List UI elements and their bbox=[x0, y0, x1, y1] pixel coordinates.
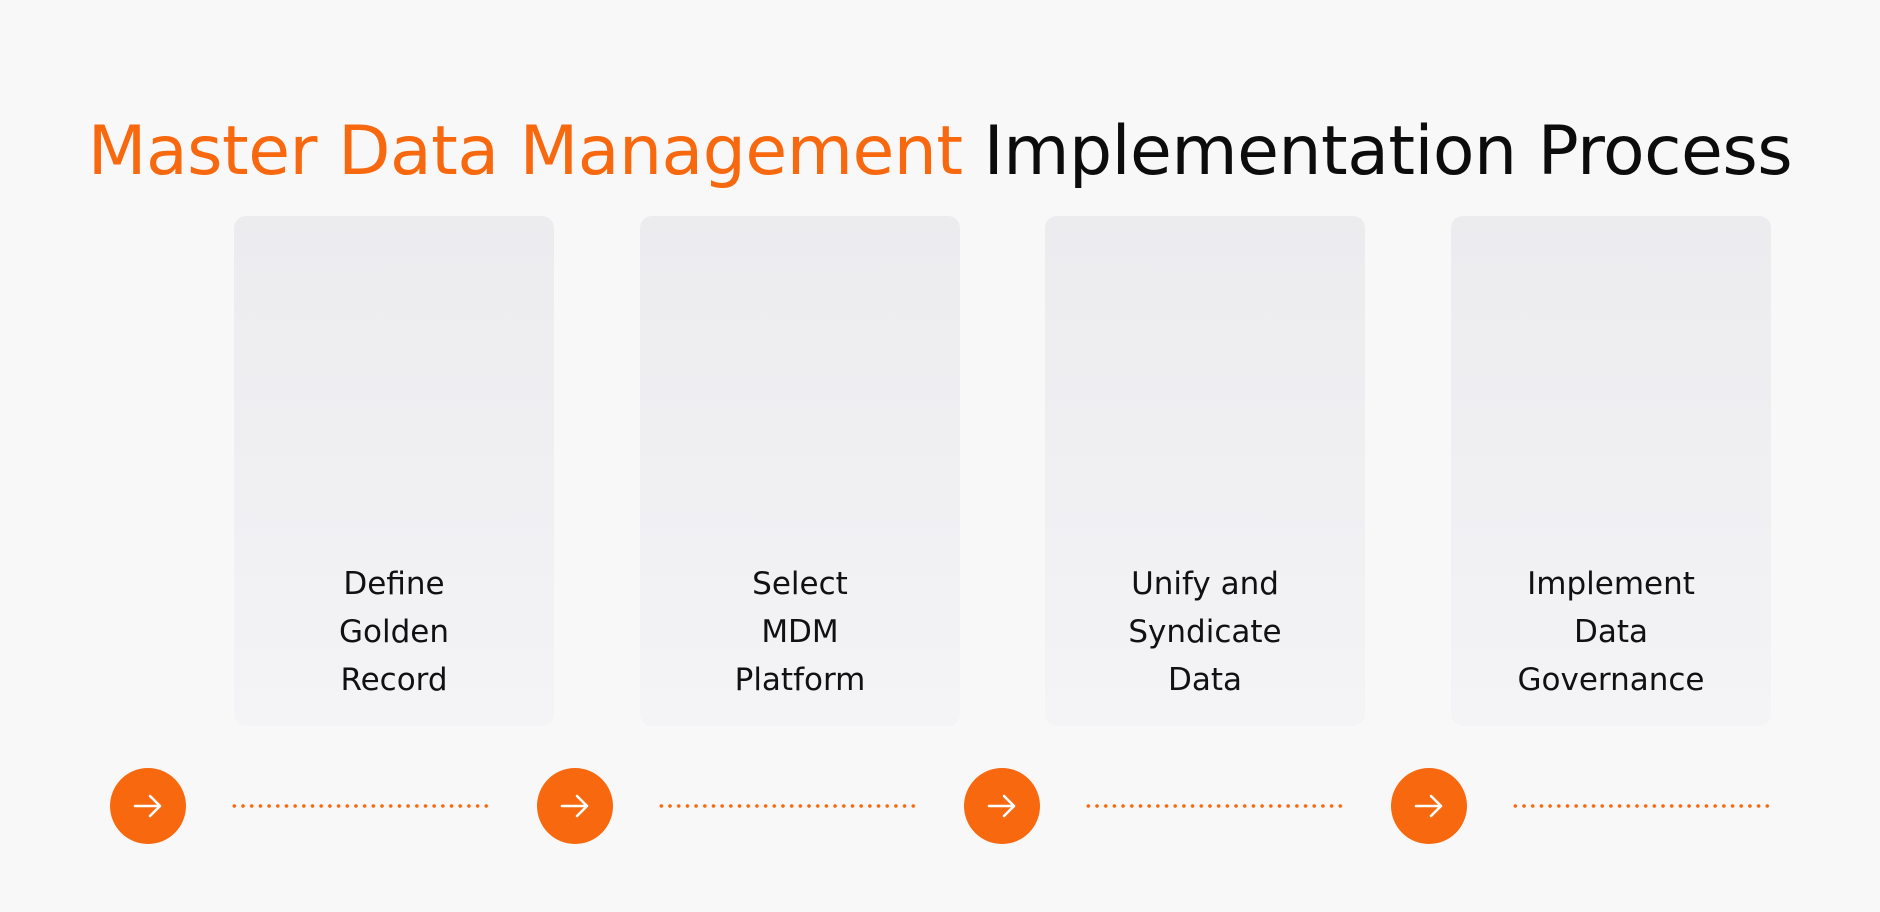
step-card-2: Select MDM Platform bbox=[640, 216, 960, 726]
page-title: Master Data Management Implementation Pr… bbox=[0, 112, 1880, 192]
step-label-2: Select MDM Platform bbox=[734, 566, 866, 698]
arrow-right-icon bbox=[1414, 794, 1443, 818]
title-rest: Implementation Process bbox=[983, 111, 1793, 191]
timeline-dotted-connector-4 bbox=[1511, 803, 1773, 809]
step-arrow-button-3[interactable] bbox=[964, 768, 1040, 844]
step-label-1: Define Golden Record bbox=[339, 566, 449, 698]
title-accent: Master Data Management bbox=[87, 111, 963, 191]
arrow-right-icon bbox=[133, 794, 162, 818]
step-card-3: Unify and Syndicate Data bbox=[1045, 216, 1365, 726]
step-card-4: Implement Data Governance bbox=[1451, 216, 1771, 726]
step-card-1: Define Golden Record bbox=[234, 216, 554, 726]
timeline-dotted-connector-3 bbox=[1084, 803, 1346, 809]
timeline-dotted-connector-1 bbox=[230, 803, 492, 809]
step-arrow-button-4[interactable] bbox=[1391, 768, 1467, 844]
timeline-dotted-connector-2 bbox=[657, 803, 919, 809]
step-label-3: Unify and Syndicate Data bbox=[1128, 566, 1282, 698]
arrow-right-icon bbox=[560, 794, 589, 818]
step-arrow-button-1[interactable] bbox=[110, 768, 186, 844]
step-label-4: Implement Data Governance bbox=[1517, 566, 1705, 698]
step-arrow-button-2[interactable] bbox=[537, 768, 613, 844]
arrow-right-icon bbox=[987, 794, 1016, 818]
